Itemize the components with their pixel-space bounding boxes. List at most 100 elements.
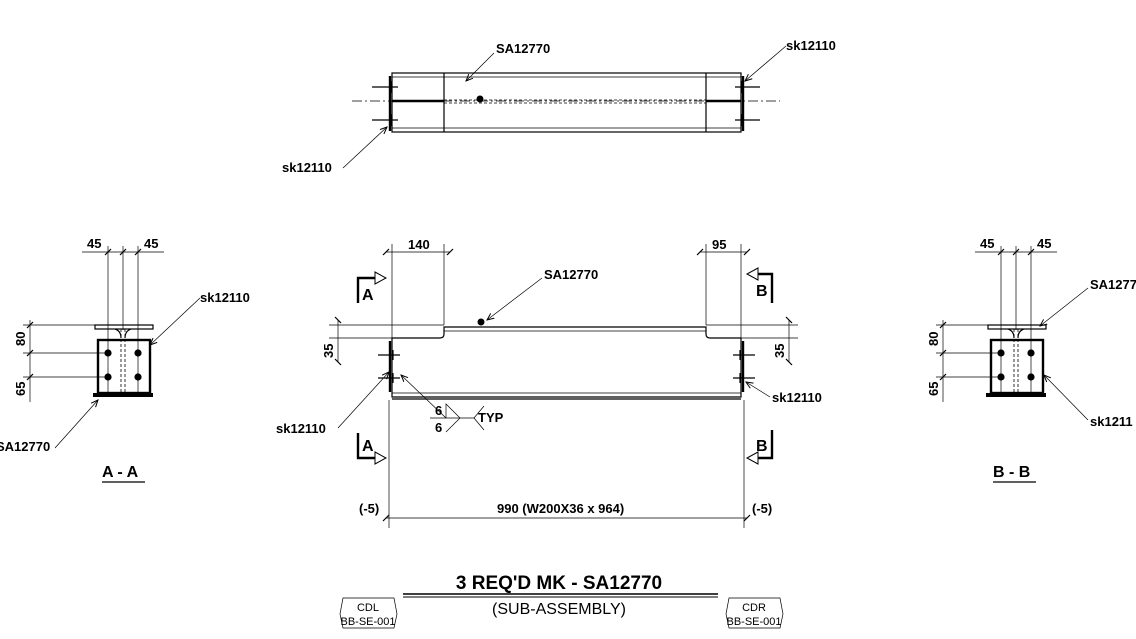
weld-note: TYP — [478, 410, 504, 425]
bolt — [997, 373, 1005, 381]
drawing-ref-left-top: CDL — [357, 602, 379, 614]
section-cut-b-top-arrow — [745, 267, 759, 281]
leader-clip-right — [746, 382, 771, 398]
dim-45-left: 45 — [87, 236, 101, 251]
assembly-subtitle: (SUB-ASSEMBLY) — [492, 601, 626, 618]
leader-mark — [54, 400, 98, 449]
section-cut-a-top-arrow — [374, 271, 388, 285]
leader-clip-right — [745, 45, 787, 81]
section-aa-clip-plate — [96, 338, 152, 395]
weld-tail — [473, 417, 485, 431]
section-aa-web-fillet — [114, 328, 132, 339]
assembly-title: 3 REQ'D MK - SA12770 — [456, 573, 662, 594]
section-aa-bottom-flange — [93, 393, 153, 397]
end-setback-left: (-5) — [359, 501, 379, 516]
dim-tick — [26, 321, 34, 329]
dim-45-right: 45 — [144, 236, 158, 251]
dim-tick — [939, 373, 947, 381]
top-view-clip-label-left: sk12110 — [282, 160, 332, 175]
dim-tick — [1027, 248, 1035, 256]
section-cut-a-bottom-arrow — [374, 451, 388, 465]
elevation-view: 140 95 35 35 A A — [276, 237, 822, 528]
dim-tick — [939, 349, 947, 357]
weld-fillet-symbol — [445, 403, 461, 433]
dim-45-right: 45 — [1037, 236, 1051, 251]
section-bb-bottom-flange — [986, 393, 1046, 397]
leader-clip-left — [337, 372, 389, 429]
dim-tick — [104, 248, 112, 256]
title-block: 3 REQ'D MK - SA12770 (SUB-ASSEMBLY) CDL … — [339, 573, 784, 629]
bolt — [134, 349, 142, 357]
elevation-mark-label: SA12770 — [544, 267, 598, 282]
section-cut-a-bottom-label: A — [362, 438, 374, 455]
section-cut-b-bottom-arrow — [745, 451, 759, 465]
section-bb-clip-plate — [989, 338, 1045, 395]
section-aa-mark-label: SA12770 — [0, 439, 50, 454]
dim-tick — [997, 248, 1005, 256]
section-bb-clip-label: sk1211 — [1090, 414, 1133, 429]
top-view-clip-label-right: sk12110 — [786, 38, 836, 53]
dim-tick — [939, 321, 947, 329]
section-cut-b-bottom — [752, 430, 774, 460]
top-view: SA12770 sk12110 sk12110 — [282, 38, 836, 175]
section-bb-mark-label: SA1277 — [1090, 277, 1136, 292]
end-setback-right: (-5) — [752, 501, 772, 516]
dim-140: 140 — [408, 237, 430, 252]
drawing-ref-tag-left — [339, 597, 398, 629]
dim-65: 65 — [13, 382, 28, 396]
section-bb-title: B - B — [993, 464, 1030, 481]
dim-35-right: 35 — [772, 344, 787, 358]
leader-clip-left — [342, 127, 387, 169]
drawing-ref-right-bottom: BB-SE-001 — [726, 616, 781, 628]
dim-80: 80 — [926, 332, 941, 346]
weld-tail — [473, 405, 485, 419]
section-cut-b-top — [752, 272, 774, 303]
dim-tick — [119, 248, 127, 256]
section-cut-b-bottom-label: B — [756, 438, 768, 455]
overall-dim-label: 990 (W200X36 x 964) — [497, 501, 624, 516]
dim-80: 80 — [13, 332, 28, 346]
dim-tick — [26, 373, 34, 381]
drawing-ref-left-bottom: BB-SE-001 — [340, 616, 395, 628]
dim-45-left: 45 — [980, 236, 994, 251]
bolt — [104, 373, 112, 381]
drawing-ref-right-top: CDR — [742, 602, 766, 614]
weld-size-bottom: 6 — [435, 420, 442, 435]
leader-mark — [466, 52, 495, 81]
weld-leader — [401, 375, 447, 419]
section-cut-b-top-label: B — [756, 283, 768, 300]
dim-tick — [1012, 248, 1020, 256]
elevation-clip-label-left: sk12110 — [276, 421, 326, 436]
dim-95: 95 — [712, 237, 726, 252]
section-bb: 45 45 80 65 SA1277 sk1211 B - B — [926, 236, 1136, 483]
section-aa-title: A - A — [102, 464, 139, 481]
section-cut-a-top — [356, 276, 381, 303]
top-view-mark-dot — [476, 95, 484, 103]
section-bb-web-fillet — [1007, 328, 1025, 339]
drawing-ref-tag-right — [725, 597, 784, 629]
dim-35-left: 35 — [321, 344, 336, 358]
bolt — [997, 349, 1005, 357]
bolt — [134, 373, 142, 381]
bolt — [104, 349, 112, 357]
section-aa-top-flange — [94, 324, 154, 330]
leader-mark — [487, 277, 543, 320]
leader-clip — [150, 297, 201, 345]
section-aa: 45 45 80 65 sk12110 SA12770 A - A — [0, 236, 250, 483]
bolt — [1027, 349, 1035, 357]
beam-elevation — [391, 326, 742, 398]
dim-tick — [26, 349, 34, 357]
section-aa-clip-label: sk12110 — [200, 290, 250, 305]
leader-mark — [1040, 287, 1089, 326]
section-cut-a-top-label: A — [362, 287, 374, 304]
weld-size-top: 6 — [435, 403, 442, 418]
section-cut-a-bottom — [356, 433, 381, 460]
elevation-clip-label-right: sk12110 — [772, 390, 822, 405]
dim-tick — [134, 248, 142, 256]
elevation-mark-dot — [477, 318, 485, 326]
top-view-mark-label: SA12770 — [496, 41, 550, 56]
leader-clip — [1044, 375, 1089, 421]
bolt — [1027, 373, 1035, 381]
dim-65: 65 — [926, 382, 941, 396]
